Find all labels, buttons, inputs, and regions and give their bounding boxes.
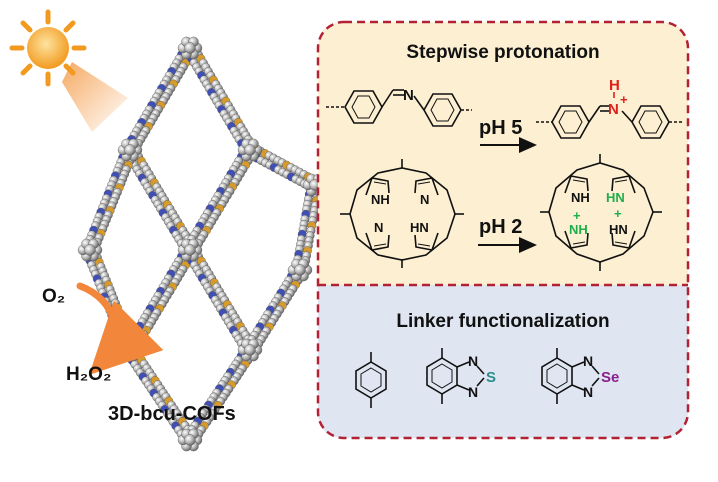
btd-n-bottom: N [468, 384, 478, 400]
proto-nh-upper: NH [571, 190, 590, 205]
btd-s: S [486, 369, 496, 386]
proto-charge-left: + [573, 208, 581, 223]
proto-hn-lower: HN [609, 222, 628, 237]
iminium-h: H [609, 77, 620, 94]
bsd-se: Se [601, 369, 619, 386]
proto-nh-left: NH [569, 222, 588, 237]
h2o2-label: H₂O₂ [66, 364, 111, 385]
panel-bottom-title: Linker functionalization [396, 311, 609, 332]
panel-bottom-background [318, 285, 688, 438]
porphyrin-n-left: N [374, 220, 383, 235]
cof-label: 3D-bcu-COFs [108, 403, 236, 425]
panel-top-title: Stepwise protonation [406, 42, 599, 63]
iminium-charge: + [620, 92, 628, 107]
step1-condition: pH 5 [479, 117, 522, 139]
porphyrin-hn-lower: HN [410, 220, 429, 235]
imine-n: N [403, 87, 414, 104]
bsd-n-top: N [583, 353, 593, 369]
btd-n-top: N [468, 353, 478, 369]
sun-icon [12, 12, 128, 132]
iminium-n: N [608, 101, 619, 118]
o2-label: O₂ [42, 286, 65, 307]
proto-hn-right: HN [606, 190, 625, 205]
proto-charge-right: + [614, 206, 622, 221]
bsd-n-bottom: N [583, 384, 593, 400]
porphyrin-n-upper-right: N [420, 192, 429, 207]
porphyrin-nh-upper: NH [371, 192, 390, 207]
step2-condition: pH 2 [479, 216, 522, 238]
